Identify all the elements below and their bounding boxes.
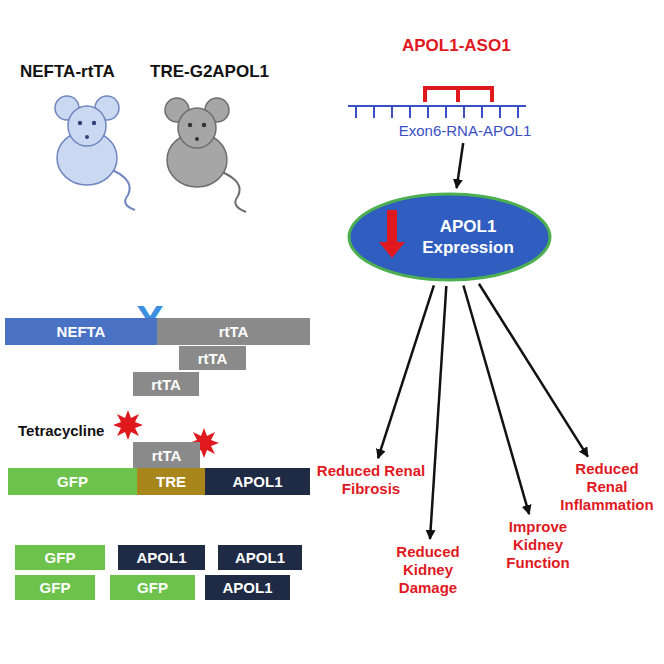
down-arrow [379,210,405,258]
gene-segment-box: APOL1 [205,575,290,600]
expression-ellipse: APOL1 Expression [347,192,552,282]
gene-segment-box: GFP [110,575,195,600]
node-text: NEFTA [57,323,106,340]
node-text: APOL1 [235,549,285,566]
gene-segment-box: APOL1 [205,468,310,495]
mouse-icon [165,98,246,212]
rna-label: Exon6-RNA-APOL1 [372,122,558,139]
gene-segment-box: NEFTA [5,318,157,345]
node-text: GFP [137,579,168,596]
gene-segment-box: rtTA [133,442,200,468]
outcome-text: Reduced Renal Inflammation [555,460,659,514]
node-text: APOL1 Expression [409,216,527,259]
node-text: Exon6-RNA-APOL1 [372,122,558,139]
node-text: rtTA [198,350,228,367]
gene-segment-box: TRE [137,468,205,495]
node-text: TRE [156,473,186,490]
flow-arrow [378,285,434,458]
node-text: rtTA [152,447,182,464]
node-text: APOL1 [232,473,282,490]
node-text: Improve Kidney Function [488,518,588,572]
flow-arrow [430,286,446,539]
gene-segment-box: APOL1 [118,545,205,570]
gene-segment-box: APOL1 [218,545,302,570]
node-text: Reduced Kidney Damage [380,543,476,597]
node-text: APOL1 [136,549,186,566]
mouse-icon [55,96,135,210]
node-text: rtTA [219,323,249,340]
node-text: Reduced Renal Fibrosis [316,462,426,498]
gene-segment-box: rtTA [178,345,247,371]
gene-segment-box: GFP [15,545,105,570]
flow-arrow [457,143,464,188]
gene-segment-box: rtTA [157,318,310,345]
flow-arrow [479,284,588,457]
node-text: rtTA [151,376,181,393]
aso-bracket [425,88,492,102]
mouse-label: NEFTA-rtTA [20,62,115,82]
node-text: GFP [57,473,88,490]
mouse-label: TRE-G2APOL1 [150,62,269,82]
outcome-text: Reduced Kidney Damage [380,543,476,597]
rna-strand [348,106,526,118]
node-text: GFP [45,549,76,566]
outcome-text: Improve Kidney Function [488,518,588,572]
flow-arrow [463,285,529,514]
gene-segment-box: rtTA [132,371,200,397]
node-text: APOL1 [222,579,272,596]
aso-label: APOL1-ASO1 [402,36,511,56]
outcome-text: Reduced Renal Fibrosis [316,462,426,498]
ellipse-shape [347,192,552,282]
drug-label: Tetracycline [18,422,104,439]
gene-segment-box: GFP [15,575,95,600]
gene-segment-box: GFP [8,468,137,495]
node-text: GFP [40,579,71,596]
tetracycline-star [113,410,143,440]
node-text: Reduced Renal Inflammation [555,460,659,514]
